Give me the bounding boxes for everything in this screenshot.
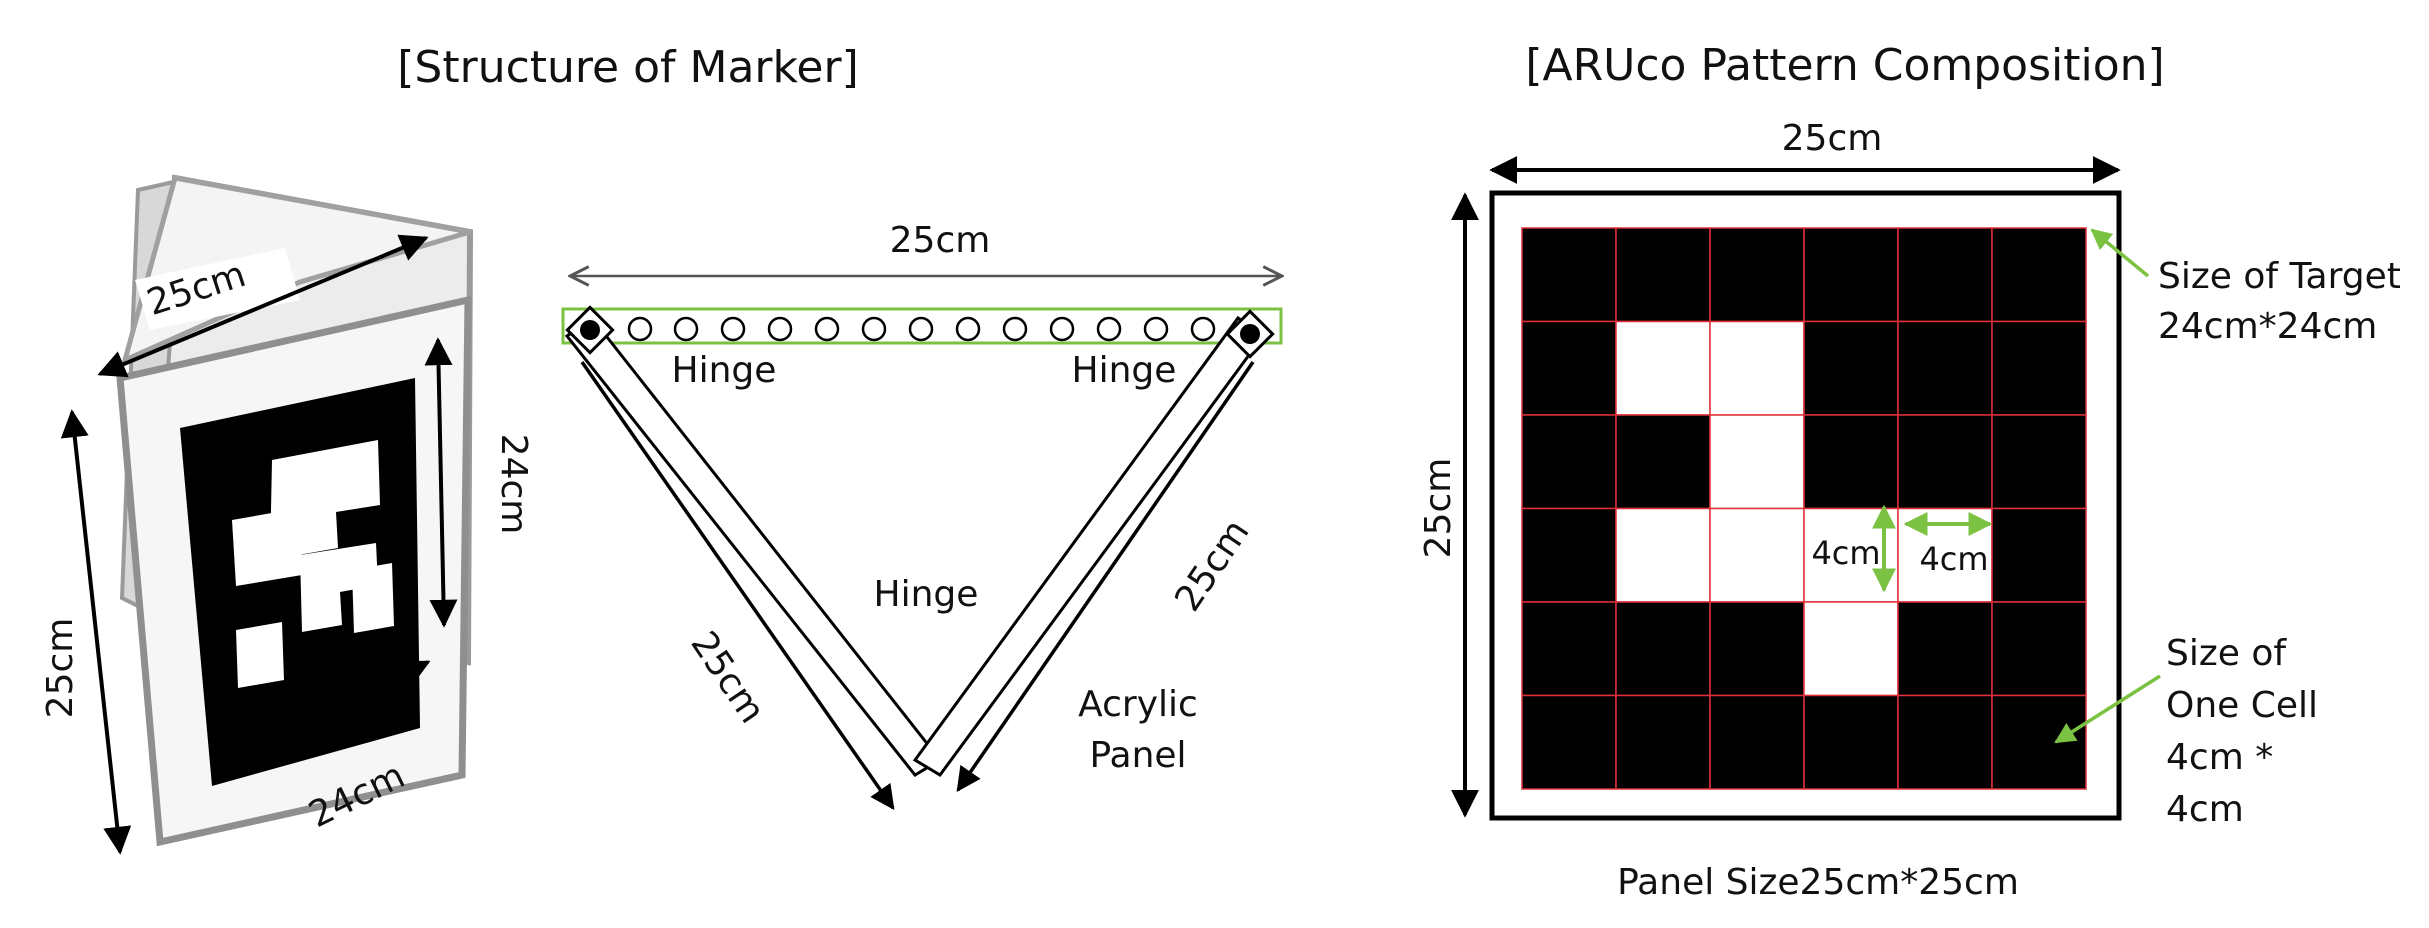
hinge-circle: [1143, 316, 1169, 342]
hinge-circle: [861, 316, 887, 342]
dim-arrow-inner-width: [215, 660, 431, 772]
aruco-cell-black: [1991, 414, 2087, 510]
aruco-grid: [1521, 227, 2087, 790]
hinge-circle: [1002, 316, 1028, 342]
aruco-cell-black: [1897, 414, 1993, 510]
aruco-cell-black: [1615, 414, 1711, 510]
panel-size-label: Panel Size25cm*25cm: [1617, 862, 2019, 903]
aruco-cell-black: [1803, 227, 1899, 323]
dim-arrow-inner-height: [424, 337, 458, 628]
aruco-cell-black: [1709, 694, 1805, 790]
cell-callout-arrow: [2054, 674, 2161, 744]
dim-label-panel-height: 25cm: [1418, 458, 1459, 559]
aruco-composition: 25cm 25cm 4cm 4cm Size of Target 24cm*24…: [1418, 118, 2401, 903]
marker-white-cell: [232, 508, 302, 586]
structure-title: [Structure of Marker]: [397, 42, 858, 93]
dim-label-right-side: 25cm: [1167, 512, 1257, 618]
aruco-cell-black: [1521, 507, 1617, 603]
cell-label-line4: 4cm: [2166, 789, 2244, 830]
aruco-cell-black: [1991, 227, 2087, 323]
aruco-cell-black: [1991, 320, 2087, 416]
dim-arrow-left-side: [580, 360, 895, 811]
hinge-pin: [580, 320, 600, 340]
hinge-circle: [1190, 316, 1216, 342]
aruco-cell-black: [1803, 694, 1899, 790]
aruco-cell-black: [1991, 694, 2087, 790]
hinge-circle: [814, 316, 840, 342]
aruco-cell-white: [1709, 320, 1805, 416]
aruco-cell-white: [1709, 507, 1805, 603]
marker-white-cell: [236, 622, 284, 688]
dim-label-width: 25cm: [890, 220, 991, 261]
hinge-circle: [1049, 316, 1075, 342]
aruco-cell-black: [1521, 694, 1617, 790]
hinge-circle: [908, 316, 934, 342]
marker-white-cell: [300, 543, 378, 632]
hinge-circle: [720, 316, 746, 342]
cell-label-line1: Size of: [2166, 633, 2287, 674]
aruco-cell-black: [1897, 694, 1993, 790]
hinge-circle: [955, 316, 981, 342]
dim-arrow-right-side: [956, 361, 1255, 793]
panel-label-line2: Panel: [1089, 735, 1186, 776]
aruco-cell-black: [1897, 320, 1993, 416]
aruco-cell-black: [1615, 601, 1711, 697]
hinge-circles: [627, 316, 1216, 342]
aruco-cell-black: [1709, 227, 1805, 323]
aruco-cell-white: [1615, 320, 1711, 416]
aruco-cell-black: [1521, 227, 1617, 323]
aruco-cell-black: [1615, 694, 1711, 790]
dim-arrow-top: [97, 234, 429, 378]
cell-label-line3: 4cm *: [2166, 737, 2273, 778]
hinge-label-left: Hinge: [672, 350, 777, 391]
aruco-cell-black: [1803, 320, 1899, 416]
hinge-pin: [1240, 324, 1260, 344]
dim-arrow-side: [60, 409, 132, 855]
hinge-circle: [767, 316, 793, 342]
dim-label-cell-height: 4cm: [1811, 534, 1880, 572]
hinge-label-bottom: Hinge: [874, 574, 979, 615]
aruco-title: [ARUco Pattern Composition]: [1525, 40, 2164, 91]
marker-white-cell: [352, 563, 394, 633]
target-label-line2: 24cm*24cm: [2158, 306, 2377, 347]
aruco-cell-white: [1709, 414, 1805, 510]
hinge-circle: [1096, 316, 1122, 342]
aruco-cell-white: [1803, 601, 1899, 697]
aruco-cell-black: [1897, 601, 1993, 697]
corner-hinge-left: [565, 305, 615, 355]
corner-hinge-right: [1225, 309, 1275, 359]
aruco-cell-black: [1991, 601, 2087, 697]
aruco-cell-black: [1803, 414, 1899, 510]
aruco-cell-black: [1615, 227, 1711, 323]
hinge-circle: [673, 316, 699, 342]
target-label-line1: Size of Target: [2158, 256, 2401, 297]
hinge-circle: [627, 316, 653, 342]
target-callout-arrow: [2090, 228, 2150, 278]
dim-label-inner-height: 24cm: [493, 434, 534, 535]
aruco-cell-black: [1521, 320, 1617, 416]
dim-label-panel-width: 25cm: [1782, 118, 1883, 159]
dim-label-left-side: 25cm: [682, 624, 772, 730]
aruco-cell-black: [1709, 601, 1805, 697]
aruco-cell-black: [1521, 414, 1617, 510]
hinge-label-right: Hinge: [1072, 350, 1177, 391]
dim-label-side: 25cm: [40, 618, 81, 719]
dim-label-cell-width: 4cm: [1919, 540, 1988, 578]
aruco-cell-black: [1897, 227, 1993, 323]
aruco-cell-white: [1615, 507, 1711, 603]
aruco-cell-black: [1991, 507, 2087, 603]
cell-label-line2: One Cell: [2166, 685, 2318, 726]
marker-3d-illustration: 25cm 25cm 24cm 24cm: [40, 174, 534, 855]
top-view-illustration: 25cm Hin: [561, 220, 1282, 811]
panel-label-line1: Acrylic: [1078, 684, 1198, 725]
aruco-cell-black: [1521, 601, 1617, 697]
